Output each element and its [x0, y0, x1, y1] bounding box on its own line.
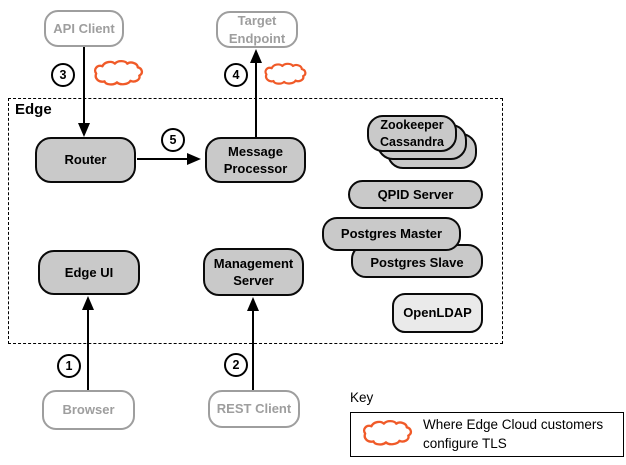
node-rest-client: REST Client [208, 390, 300, 428]
browser-label: Browser [62, 402, 115, 418]
step-2-number: 2 [232, 358, 240, 372]
management-server-label: Management Server [213, 255, 294, 288]
node-openldap: OpenLDAP [392, 293, 483, 333]
node-edge-ui: Edge UI [38, 250, 140, 295]
edge-zone-label: Edge [15, 101, 52, 118]
node-router: Router [35, 137, 136, 183]
key-legend-text: Where Edge Cloud customers configure TLS [423, 417, 604, 451]
node-target-endpoint: Target Endpoint [216, 11, 298, 48]
step-badge-4: 4 [224, 63, 248, 87]
zookeeper-label: Zookeeper [380, 118, 444, 132]
key-legend-box: Where Edge Cloud customers configure TLS [350, 412, 624, 457]
step-badge-5: 5 [161, 128, 185, 152]
tls-cloud-icon [92, 59, 144, 91]
node-qpid-server: QPID Server [348, 180, 483, 209]
tls-cloud-icon [361, 419, 413, 451]
tls-cloud-icon [262, 62, 308, 90]
postgres-master-label: Postgres Master [340, 226, 443, 242]
router-label: Router [64, 152, 107, 168]
postgres-slave-label: Postgres Slave [370, 254, 464, 270]
key-title: Key [350, 390, 374, 405]
target-endpoint-label: Target Endpoint [228, 13, 286, 46]
step-1-number: 1 [65, 359, 73, 373]
step-badge-2: 2 [224, 353, 248, 377]
node-api-client: API Client [44, 10, 124, 47]
node-management-server: Management Server [203, 248, 304, 296]
rest-client-label: REST Client [216, 401, 292, 417]
node-message-processor: Message Processor [205, 137, 306, 183]
qpid-server-label: QPID Server [377, 186, 454, 202]
step-badge-1: 1 [57, 354, 81, 378]
message-processor-label: Message Processor [223, 143, 288, 176]
step-4-number: 4 [232, 68, 240, 82]
node-browser: Browser [42, 390, 135, 430]
api-client-label: API Client [53, 20, 115, 36]
edge-ui-label: Edge UI [64, 264, 114, 280]
openldap-label: OpenLDAP [403, 305, 472, 321]
node-zookeeper-cassandra: Zookeeper Cassandra [367, 115, 457, 152]
node-postgres-master: Postgres Master [322, 217, 461, 251]
step-badge-3: 3 [51, 63, 75, 87]
step-3-number: 3 [59, 68, 67, 82]
step-5-number: 5 [169, 133, 177, 147]
cassandra-label: Cassandra [380, 134, 444, 149]
